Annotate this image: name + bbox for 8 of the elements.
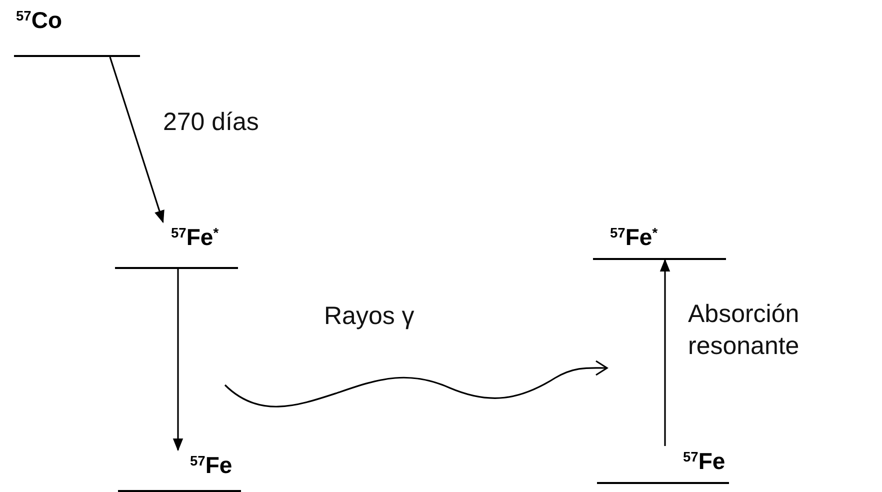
arrow (109, 56, 164, 224)
level-label: $^{57}$Fe (190, 451, 232, 480)
arrow (172, 269, 184, 452)
arrow (660, 258, 670, 446)
level-label: $^{57}$Co (16, 6, 62, 35)
level-label: $^{57}$Fe (683, 447, 726, 476)
level-label: $^{57}$Fe$^{*}$ (171, 223, 219, 252)
level-label: $^{57}$Fe$^{*}$ (610, 223, 658, 252)
